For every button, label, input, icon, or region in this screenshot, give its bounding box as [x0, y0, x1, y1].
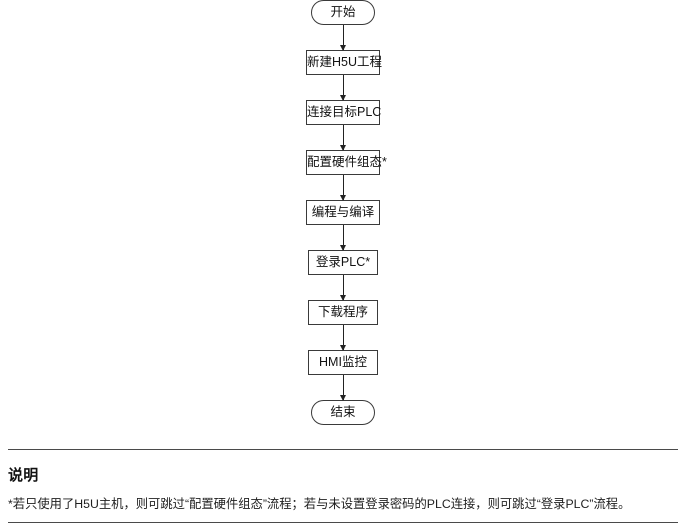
flow-node-connect-plc[interactable]: 连接目标PLC [306, 100, 381, 125]
flow-node-start[interactable]: 开始 [311, 0, 375, 25]
note-heading: 说明 [8, 467, 39, 484]
flow-node-new-project[interactable]: 新建H5U工程 [306, 50, 382, 75]
flow-arrow-new-proj-to-connect [342, 75, 344, 100]
flow-node-program-compile[interactable]: 编程与编译 [306, 200, 380, 225]
note-section: 说明 *若只使用了H5U主机，则可跳过“配置硬件组态”流程；若与未设置登录密码的… [8, 449, 678, 523]
flow-node-hardware-config[interactable]: 配置硬件组态* [306, 150, 387, 175]
flow-arrow-hw-config-to-program [342, 175, 344, 200]
flow-arrow-hmi-to-end [342, 375, 344, 400]
flow-arrow-download-to-hmi [342, 325, 344, 350]
flow-node-login-plc[interactable]: 登录PLC* [308, 250, 378, 275]
flowchart-node-column: 开始 新建H5U工程 连接目标PLC 配置硬件组态* 编程与编译 登录PLC* … [0, 0, 686, 425]
flow-arrow-connect-to-hw-config [342, 125, 344, 150]
flow-node-download-program[interactable]: 下载程序 [308, 300, 378, 325]
flow-arrow-login-to-download [342, 275, 344, 300]
note-top-divider [8, 449, 678, 450]
note-body-text: *若只使用了H5U主机，则可跳过“配置硬件组态”流程；若与未设置登录密码的PLC… [8, 497, 631, 511]
flow-arrow-program-to-login [342, 225, 344, 250]
flow-node-hmi-monitor[interactable]: HMI监控 [308, 350, 378, 375]
flow-node-end[interactable]: 结束 [311, 400, 375, 425]
process-flowchart: 开始 新建H5U工程 连接目标PLC 配置硬件组态* 编程与编译 登录PLC* … [0, 0, 686, 430]
flow-arrow-start-to-new-proj [342, 25, 344, 50]
